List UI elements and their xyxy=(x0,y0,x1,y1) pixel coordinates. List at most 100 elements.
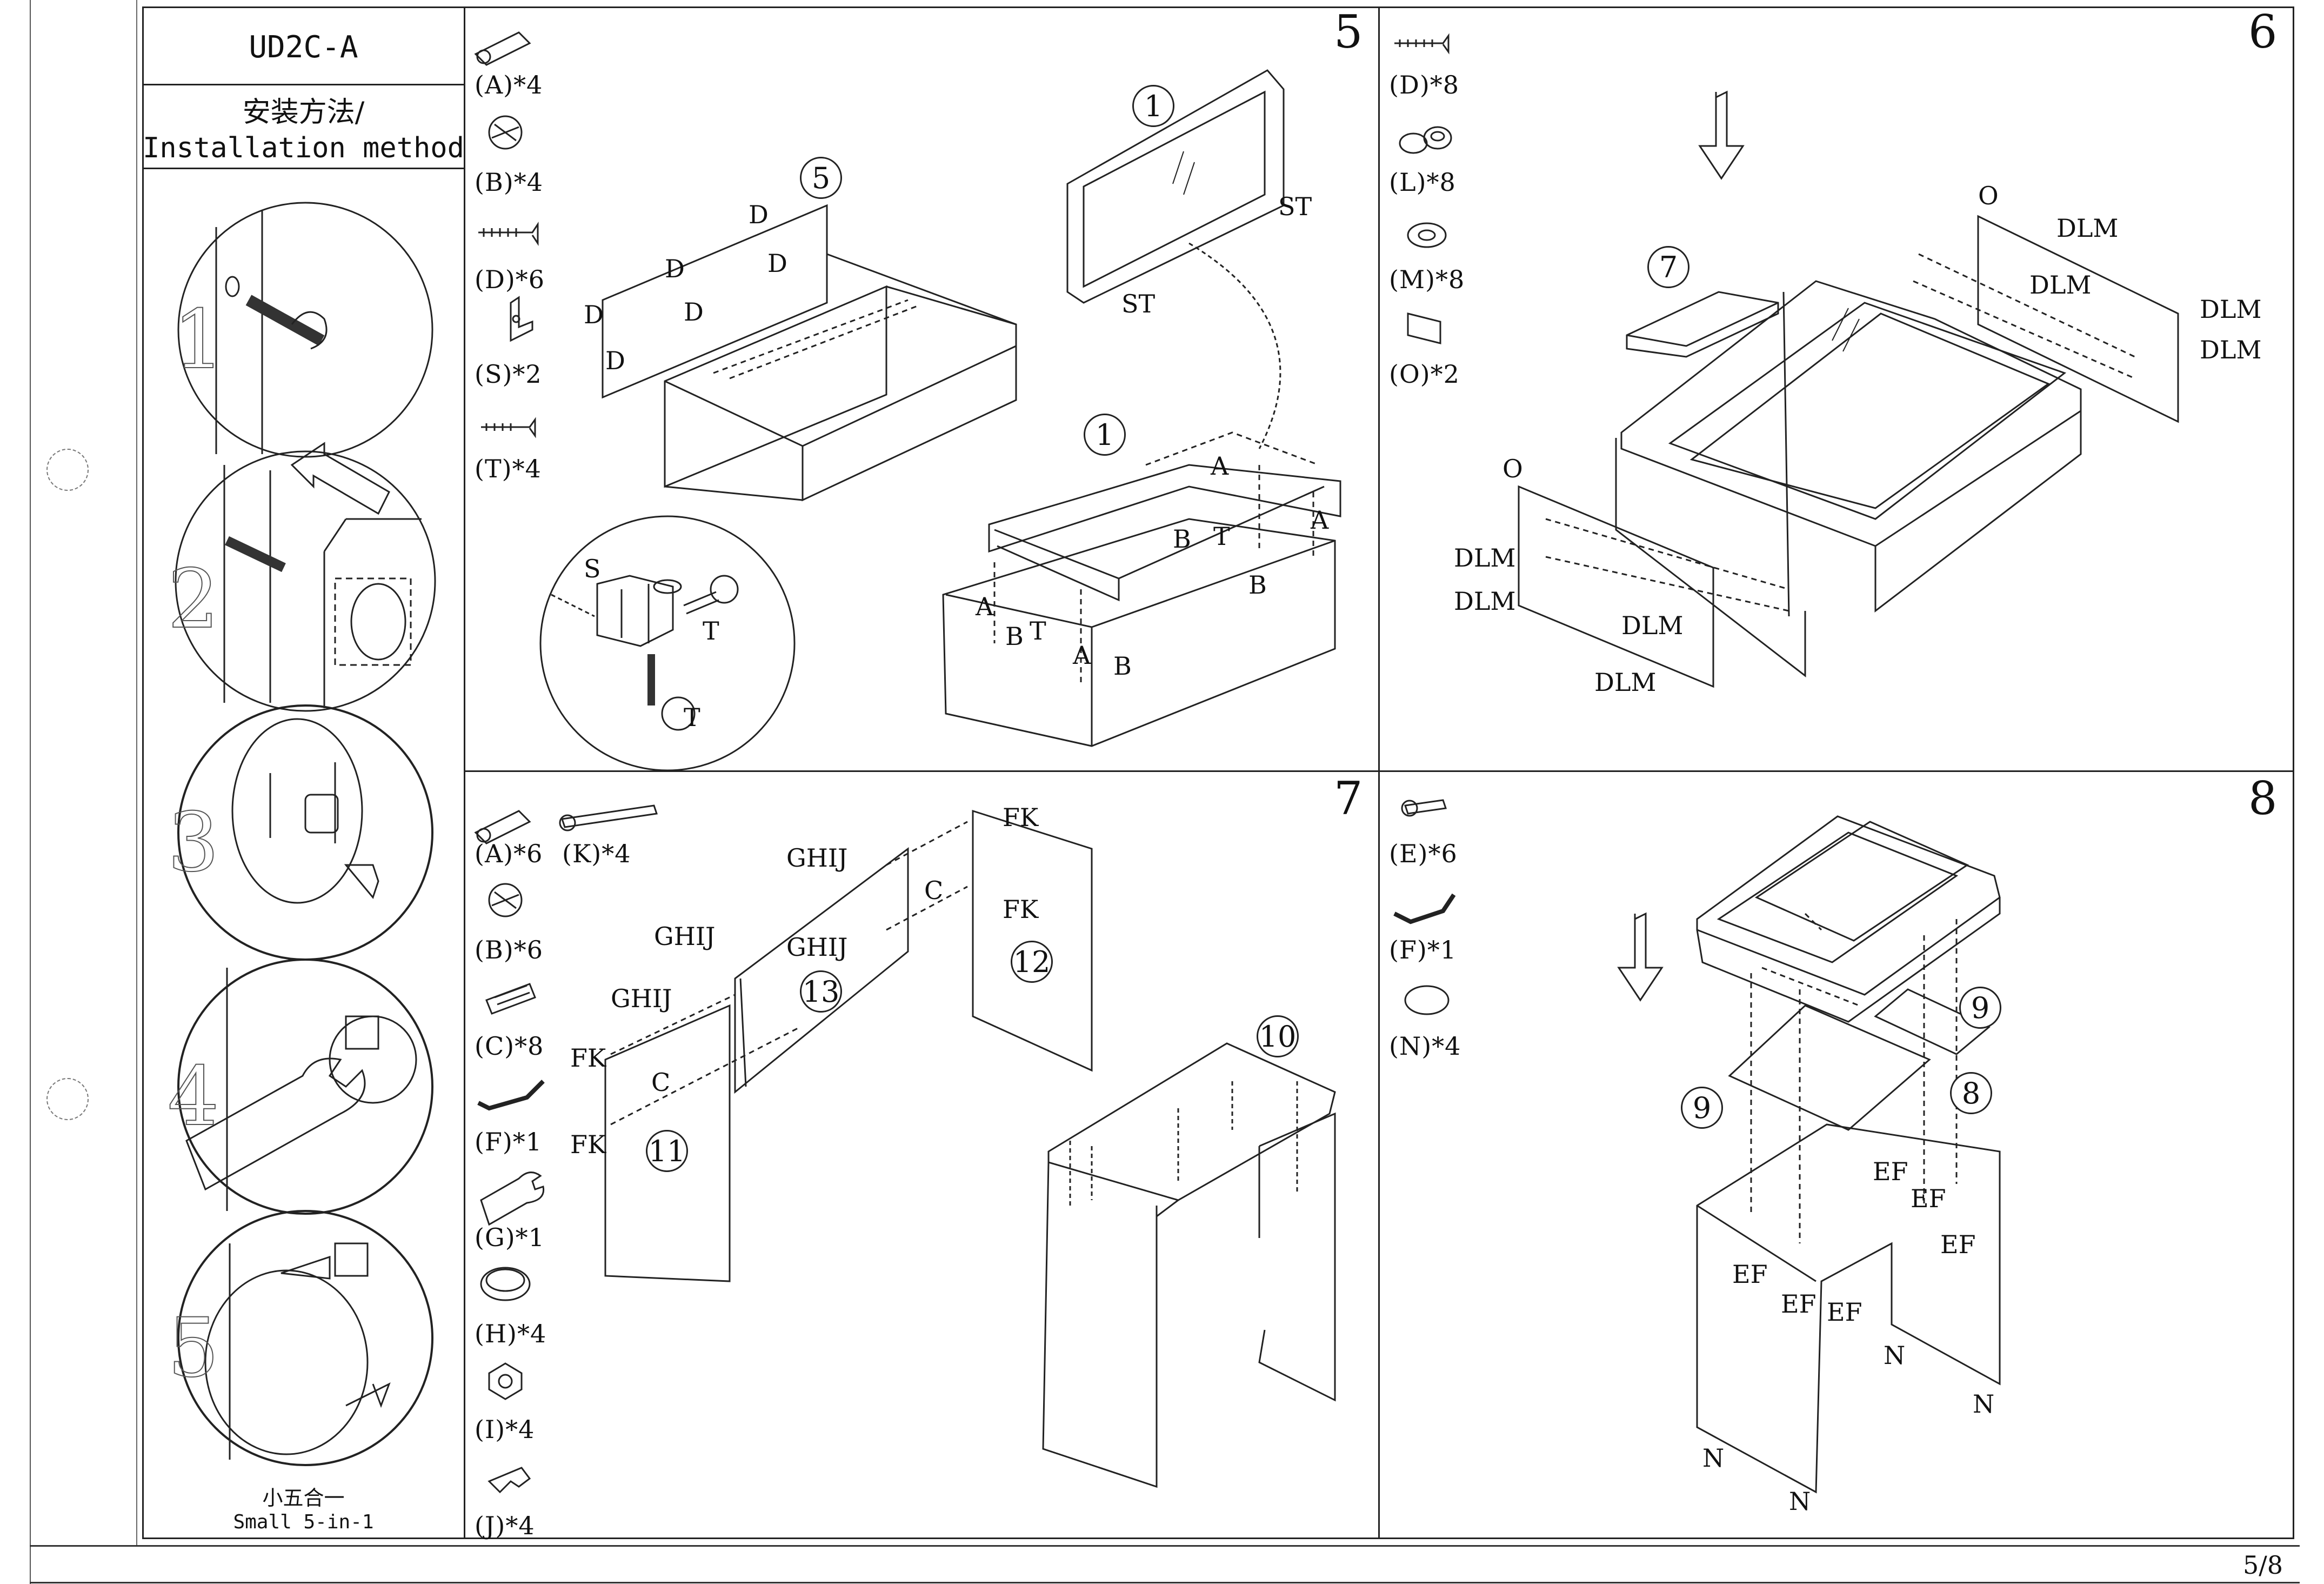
main-frame xyxy=(142,6,2294,1539)
footer-rule xyxy=(30,1545,2300,1547)
screw-icon xyxy=(478,222,539,246)
panel-number: 7 xyxy=(1647,246,1689,288)
callout-label: EF xyxy=(1940,1230,1976,1259)
model-number-text: UD2C-A xyxy=(249,30,358,65)
part-label: (L)*8 xyxy=(1389,168,1456,197)
callout-label: ST xyxy=(1121,289,1156,318)
cam-lock-icon xyxy=(488,115,523,150)
callout-label: GHIJ xyxy=(654,922,716,951)
part-label: (T)*4 xyxy=(475,454,542,483)
quadrant-divider-horizontal xyxy=(465,770,2294,772)
left-column-divider xyxy=(464,6,465,1539)
panel-number: 1 xyxy=(1132,85,1174,127)
callout-label: A xyxy=(1073,641,1091,670)
part-label: (F)*1 xyxy=(1389,935,1457,964)
callout-label: FK xyxy=(570,1043,606,1073)
callout-label: FK xyxy=(570,1130,606,1159)
title-divider-2 xyxy=(142,168,465,169)
callout-label: FK xyxy=(1003,895,1039,924)
punch-hole-bottom xyxy=(46,1078,89,1120)
callout-label: O xyxy=(1502,454,1523,483)
callout-label: O xyxy=(1978,181,1999,210)
callout-label: DLM xyxy=(1594,668,1657,697)
callout-label: N xyxy=(1884,1341,1906,1370)
page-number: 5/8 xyxy=(2243,1550,2283,1580)
svg-text:4: 4 xyxy=(168,1050,219,1144)
svg-text:1: 1 xyxy=(173,293,224,387)
callout-label: D xyxy=(605,346,625,375)
part-label: (A)*6 xyxy=(475,839,543,868)
callout-label: D xyxy=(749,200,769,229)
part-label: (J)*4 xyxy=(475,1511,535,1540)
part-label: (H)*4 xyxy=(475,1319,547,1348)
page-outer-frame xyxy=(30,0,2300,1584)
callout-label: ST xyxy=(1278,192,1312,221)
callout-label: D xyxy=(684,297,704,327)
callout-label: EF xyxy=(1827,1297,1862,1327)
screw-icon xyxy=(1401,799,1447,817)
callout-label: C xyxy=(651,1068,671,1097)
callout-label: EF xyxy=(1873,1157,1908,1186)
callout-label: B xyxy=(1248,570,1267,600)
callout-label: B xyxy=(1005,622,1024,651)
panel-number: 9 xyxy=(1959,987,2001,1029)
quadrant-divider-vertical xyxy=(1378,6,1380,1539)
cam-bolt-icon xyxy=(474,31,531,66)
callout-label: DLM xyxy=(2200,295,2262,324)
callout-label: EF xyxy=(1732,1260,1768,1289)
part-label: (D)*6 xyxy=(475,265,545,294)
title-english: Installation method xyxy=(143,131,464,164)
part-label: (B)*4 xyxy=(475,168,543,197)
punch-hole-top xyxy=(46,449,89,491)
wrench-icon xyxy=(480,1172,545,1226)
plate-icon xyxy=(1407,312,1441,344)
step-number-6: 6 xyxy=(2248,5,2278,58)
washer-icon xyxy=(1407,222,1447,248)
callout-label: GHIJ xyxy=(786,933,848,962)
callout-label: B xyxy=(1113,651,1132,681)
nut-icon xyxy=(488,1362,523,1400)
l-bracket-icon xyxy=(510,296,533,342)
callout-label: T xyxy=(1030,616,1046,645)
part-label: (A)*4 xyxy=(475,70,543,99)
allen-key-icon xyxy=(1393,893,1456,924)
title-divider-1 xyxy=(142,84,465,85)
callout-label: D xyxy=(767,249,787,278)
title-chinese: 安装方法/ xyxy=(242,96,365,129)
callout-label: T xyxy=(1213,522,1230,551)
clip-icon xyxy=(487,1467,531,1494)
callout-label: EF xyxy=(1911,1184,1946,1213)
panel-number: 12 xyxy=(1011,941,1053,983)
cam-lock-icon xyxy=(488,883,523,917)
panel-number: 5 xyxy=(800,157,842,199)
callout-label: D xyxy=(665,254,685,283)
part-label: (K)*4 xyxy=(562,839,631,868)
part-label: (N)*4 xyxy=(1389,1031,1461,1061)
step-number-7: 7 xyxy=(1334,772,1363,825)
dowel-icon xyxy=(485,983,536,1015)
part-label: (G)*1 xyxy=(475,1223,545,1252)
part-label: (E)*6 xyxy=(1389,839,1458,868)
cap-icon xyxy=(480,1267,531,1301)
callout-label: A xyxy=(1311,505,1329,535)
step-number-5: 5 xyxy=(1334,5,1363,58)
callout-label: N xyxy=(1702,1443,1725,1473)
svg-text:2: 2 xyxy=(168,553,219,647)
part-label: (C)*8 xyxy=(475,1031,544,1061)
panel-number: 13 xyxy=(800,970,842,1013)
callout-label: FK xyxy=(1003,803,1039,832)
part-label: (I)*4 xyxy=(475,1415,535,1444)
screw-icon xyxy=(1394,33,1450,55)
part-label: (S)*2 xyxy=(475,360,542,389)
step-number-8: 8 xyxy=(2248,772,2278,825)
svg-text:3: 3 xyxy=(168,796,219,890)
callout-label: B xyxy=(1173,524,1191,554)
allen-key-icon xyxy=(477,1080,545,1111)
callout-label: GHIJ xyxy=(611,984,672,1013)
panel-number: 11 xyxy=(646,1130,688,1172)
cap-icon xyxy=(1399,126,1452,154)
caption-english: Small 5-in-1 xyxy=(233,1511,374,1533)
